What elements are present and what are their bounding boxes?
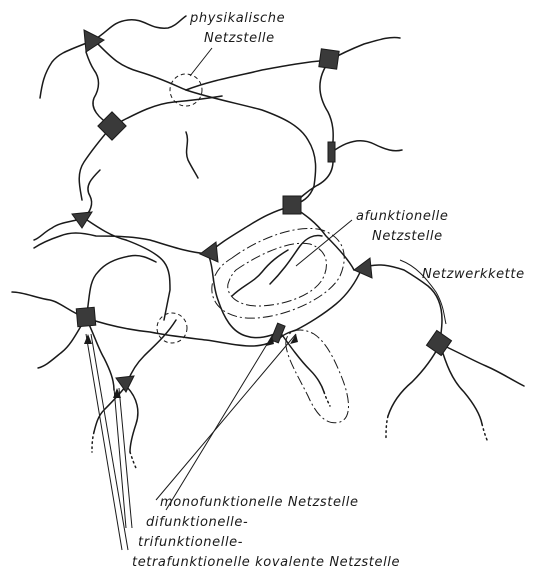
chain bbox=[440, 344, 524, 386]
label-difunctional: difunktionelle- bbox=[146, 515, 248, 530]
label-trifunctional: trifunktionelle- bbox=[138, 535, 243, 550]
chain bbox=[126, 386, 138, 452]
labels: physikalische Netzstelle afunktionelle N… bbox=[132, 11, 525, 570]
trifunctional-node bbox=[84, 30, 104, 52]
monofunctional-chain-outline bbox=[286, 330, 349, 423]
trifunctional-node bbox=[354, 258, 372, 278]
chain bbox=[79, 126, 112, 200]
dotted-chain-end bbox=[92, 432, 94, 452]
dotted-chain-end bbox=[130, 452, 136, 468]
label-network-chain: Netzwerkkette bbox=[422, 267, 525, 282]
chain bbox=[320, 60, 333, 152]
chain bbox=[208, 254, 280, 338]
leader-monofunctional bbox=[156, 334, 296, 500]
label-physical-line2: Netzstelle bbox=[204, 31, 275, 46]
chain bbox=[280, 332, 324, 392]
tetrafunctional-node bbox=[98, 112, 126, 140]
chain bbox=[270, 235, 322, 284]
physical-crosslink-circle bbox=[157, 313, 187, 343]
chain bbox=[330, 37, 400, 60]
dotted-chain-end bbox=[482, 424, 488, 442]
chain bbox=[112, 96, 222, 126]
chain bbox=[94, 16, 186, 40]
dotted-chain-end bbox=[324, 392, 330, 406]
chain bbox=[186, 60, 330, 90]
chain bbox=[280, 268, 362, 338]
chain bbox=[86, 52, 112, 126]
difunctional-node bbox=[271, 323, 285, 343]
chain bbox=[34, 233, 208, 254]
chain bbox=[440, 344, 482, 424]
label-afunctional-line1: afunktionelle bbox=[356, 209, 448, 224]
chain bbox=[388, 344, 440, 416]
chain bbox=[292, 206, 354, 270]
chain bbox=[332, 141, 402, 152]
label-monofunctional: monofunktionelle Netzstelle bbox=[160, 495, 359, 510]
trifunctional-nodes bbox=[72, 30, 372, 392]
tetrafunctional-node bbox=[76, 307, 96, 327]
chain bbox=[86, 255, 156, 318]
tetrafunctional-node bbox=[426, 330, 451, 355]
leader-tetrafunctional bbox=[91, 334, 128, 550]
difunctional-node bbox=[328, 142, 335, 162]
leader-trifunctional-2 bbox=[114, 388, 126, 528]
afunctional-loop-outline bbox=[212, 228, 344, 318]
tetrafunctional-node bbox=[319, 49, 339, 69]
chain bbox=[86, 318, 280, 346]
label-afunctional-line2: Netzstelle bbox=[372, 229, 443, 244]
leader-difunctional bbox=[166, 336, 272, 510]
dotted-chain-end bbox=[386, 416, 388, 438]
label-physical-line1: physikalische bbox=[189, 11, 285, 26]
network-chains bbox=[12, 16, 524, 452]
label-tetrafunctional: tetrafunktionelle kovalente Netzstelle bbox=[132, 555, 400, 570]
chain bbox=[186, 132, 198, 178]
leader-tetrafunctional-2 bbox=[86, 334, 122, 550]
chain bbox=[84, 170, 100, 218]
tetrafunctional-node bbox=[283, 196, 301, 214]
dotted-chain-ends bbox=[92, 392, 488, 468]
leader-lines bbox=[84, 48, 446, 550]
chain bbox=[86, 318, 114, 390]
chain bbox=[84, 218, 170, 320]
tetrafunctional-nodes bbox=[76, 49, 451, 356]
leader-physical bbox=[190, 48, 212, 76]
chain bbox=[12, 292, 86, 318]
chain bbox=[94, 40, 316, 206]
